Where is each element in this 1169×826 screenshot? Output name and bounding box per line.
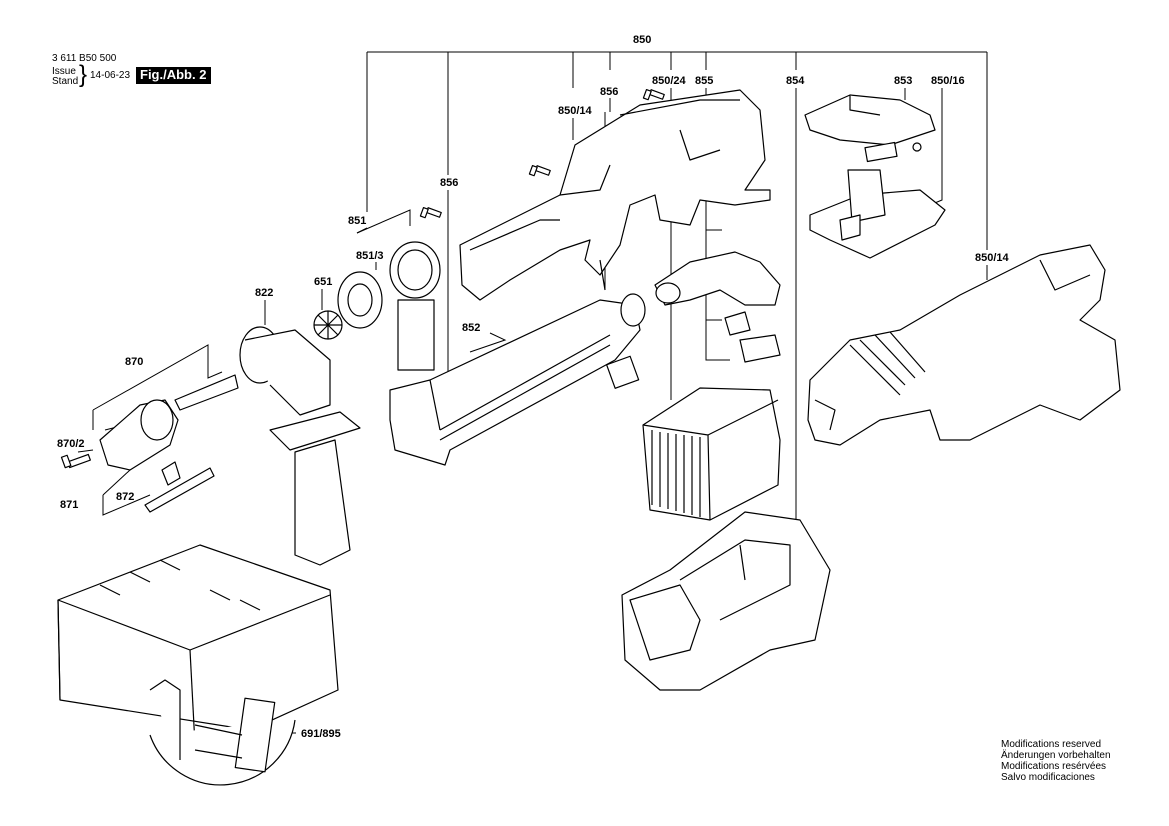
note-line: Änderungen vorbehalten	[1001, 750, 1111, 761]
label-872: 872	[116, 491, 134, 503]
extraction-tube-part-icon	[389, 293, 646, 466]
figure-badge: Fig./Abb. 2	[136, 67, 212, 84]
screw-icon	[528, 164, 551, 177]
label-850-16: 850/16	[931, 75, 965, 87]
brace-symbol: }	[79, 61, 88, 88]
issue-date: 14-06-23	[90, 70, 131, 81]
part-labels: 850 850/14 856 850/24 855 854 853 850/16…	[57, 34, 1010, 740]
note-line: Salvo modificaciones	[1001, 772, 1095, 783]
screw-icon	[642, 88, 665, 101]
label-850-14-top: 850/14	[558, 105, 593, 117]
cover-plate-part-icon	[804, 94, 936, 163]
adapter-part-icon	[337, 241, 441, 371]
label-851-3: 851/3	[356, 250, 384, 262]
fan-part-icon	[313, 310, 343, 340]
note-line: Modifications reserved	[1001, 739, 1102, 750]
hose-elbow-part-icon	[654, 251, 781, 363]
note-line: Modifications resérvées	[1001, 761, 1107, 772]
label-850-24: 850/24	[652, 75, 687, 87]
label-870: 870	[125, 356, 143, 368]
leader-lines	[77, 51, 988, 734]
label-850: 850	[633, 34, 651, 46]
auxiliary-handle-part-icon	[239, 326, 361, 566]
stand-label: Stand	[52, 76, 79, 87]
modifications-note: Modifications reserved Änderungen vorbeh…	[1001, 739, 1111, 783]
label-854: 854	[786, 75, 805, 87]
filter-part-icon	[642, 387, 781, 521]
label-853: 853	[894, 75, 912, 87]
rear-housing-part-icon	[807, 244, 1121, 446]
label-855: 855	[695, 75, 713, 87]
label-871: 871	[60, 499, 78, 511]
label-870-2: 870/2	[57, 438, 85, 450]
label-856-top: 856	[600, 86, 618, 98]
label-851: 851	[348, 215, 366, 227]
detail-magnifier-part-icon	[149, 679, 296, 786]
screw-icon	[60, 453, 91, 469]
label-651: 651	[314, 276, 332, 288]
label-856-left: 856	[440, 177, 458, 189]
carrying-case-part-icon	[57, 544, 339, 746]
housing-half-part-icon	[459, 89, 771, 301]
label-850-14-right: 850/14	[975, 252, 1010, 264]
label-691-895: 691/895	[301, 728, 341, 740]
label-852: 852	[462, 322, 480, 334]
label-822: 822	[255, 287, 273, 299]
dust-container-part-icon	[621, 511, 831, 691]
issue-label: Issue	[52, 66, 76, 77]
base-part-icon	[809, 169, 946, 259]
chuck-key-part-icon	[144, 461, 215, 513]
drill-chuck-part-icon	[99, 374, 239, 471]
screw-icon	[419, 206, 442, 219]
document-number: 3 611 B50 500	[52, 53, 117, 64]
